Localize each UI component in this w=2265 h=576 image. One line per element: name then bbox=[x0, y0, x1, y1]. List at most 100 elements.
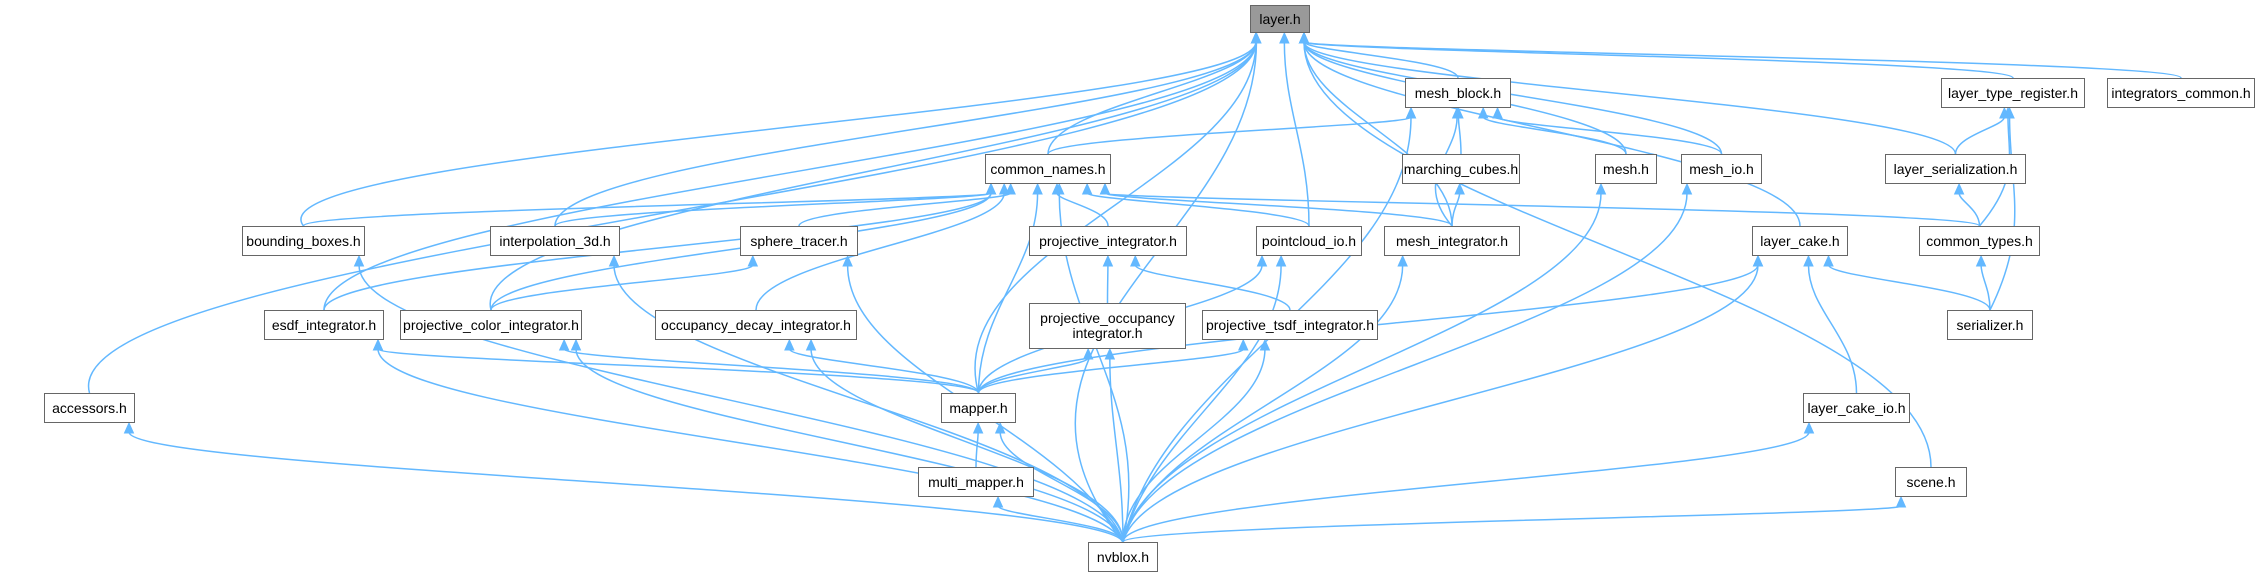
arrowhead-nvblox-to-layer bbox=[1251, 31, 1262, 44]
node-serializer-h[interactable]: serializer.h bbox=[1947, 310, 2033, 340]
node-interpolation-3d-h[interactable]: interpolation_3d.h bbox=[490, 226, 620, 256]
node-common-types-h[interactable]: common_types.h bbox=[1919, 226, 2040, 256]
edge-nvblox-to-bounding_boxes bbox=[358, 264, 1124, 543]
edge-projective_color_integrator-to-layer bbox=[489, 41, 1257, 311]
arrowhead-common_types-to-layer_serialization bbox=[1953, 182, 1965, 195]
arrowhead-nvblox-to-mesh bbox=[1595, 182, 1607, 195]
node-scene-h[interactable]: scene.h bbox=[1895, 467, 1967, 497]
edge-nvblox-to-layer_cake bbox=[1122, 264, 1759, 543]
arrowhead-sphere_tracer-to-common_names bbox=[1005, 182, 1016, 195]
node-integrators-common-h[interactable]: integrators_common.h bbox=[2107, 78, 2255, 108]
node-occupancy-decay-integrator-h[interactable]: occupancy_decay_integrator.h bbox=[655, 310, 857, 340]
arrowhead-common_types-to-common_names bbox=[1099, 182, 1111, 195]
node-mapper-h[interactable]: mapper.h bbox=[941, 393, 1016, 423]
node-accessors-h[interactable]: accessors.h bbox=[44, 393, 135, 423]
edge-nvblox-to-layer bbox=[1074, 41, 1258, 543]
arrowhead-layer_cake_io-to-layer_cake bbox=[1803, 254, 1814, 267]
edge-mesh_integrator-to-common_names bbox=[1104, 192, 1453, 227]
arrowhead-nvblox-to-sphere_tracer bbox=[842, 254, 853, 267]
arrowhead-serializer-to-layer_type_register bbox=[2004, 106, 2015, 119]
node-mesh-io-h[interactable]: mesh_io.h bbox=[1681, 154, 1762, 184]
node-layer-cake-h[interactable]: layer_cake.h bbox=[1752, 226, 1848, 256]
edge-nvblox-to-accessors bbox=[128, 431, 1124, 543]
edge-pointcloud_io-to-common_names bbox=[1086, 192, 1310, 227]
arrowhead-mapper-to-projective_color_integrator bbox=[558, 338, 570, 351]
edge-common_names-to-mesh_block bbox=[1047, 116, 1412, 155]
node-esdf-integrator-h[interactable]: esdf_integrator.h bbox=[264, 310, 384, 340]
arrowhead-nvblox-to-accessors bbox=[123, 421, 135, 434]
node-common-names-h[interactable]: common_names.h bbox=[985, 154, 1111, 184]
edge-mapper-to-common_names bbox=[977, 192, 1039, 394]
node-pointcloud-io-h[interactable]: pointcloud_io.h bbox=[1256, 226, 1362, 256]
edge-common_types-to-common_names bbox=[1104, 192, 1981, 227]
arrowhead-nvblox-to-projective_tsdf_integrator bbox=[1259, 338, 1271, 351]
edge-nvblox-to-projective_tsdf_integrator bbox=[1122, 348, 1266, 543]
node-mesh-h[interactable]: mesh.h bbox=[1595, 154, 1657, 184]
edge-nvblox-to-projective_occupancy_integrator bbox=[1109, 357, 1124, 543]
node-sphere-tracer-h[interactable]: sphere_tracer.h bbox=[740, 226, 858, 256]
edge-nvblox-to-esdf_integrator bbox=[377, 348, 1124, 543]
node-nvblox-h[interactable]: nvblox.h bbox=[1088, 542, 1158, 572]
edge-layer_serialization-to-layer bbox=[1303, 41, 1957, 155]
edge-layer_cake-to-layer bbox=[1303, 41, 1801, 227]
arrowhead-mapper-to-projective_tsdf_integrator bbox=[1238, 338, 1249, 351]
edge-nvblox-to-interpolation_3d bbox=[613, 264, 1124, 543]
node-projective-integrator-h[interactable]: projective_integrator.h bbox=[1029, 226, 1187, 256]
edge-serializer-to-layer_cake bbox=[1827, 264, 1991, 311]
arrowhead-nvblox-to-mesh_block bbox=[1405, 106, 1417, 119]
arrowhead-projective_occupancy_integrator-to-projective_integrator bbox=[1102, 254, 1114, 267]
arrowhead-mesh_integrator-to-mesh_block bbox=[1451, 106, 1463, 119]
node-layer-cake-io-h[interactable]: layer_cake_io.h bbox=[1803, 393, 1910, 423]
edge-common_types-to-layer_serialization bbox=[1958, 192, 1981, 227]
edge-mesh_integrator-to-layer bbox=[1303, 41, 1453, 227]
arrowhead-pointcloud_io-to-common_names bbox=[1081, 182, 1093, 195]
edge-occupancy_decay_integrator-to-common_names bbox=[755, 192, 1005, 311]
edge-bounding_boxes-to-common_names bbox=[302, 192, 992, 227]
edge-mapper-to-projective_tsdf_integrator bbox=[977, 348, 1245, 394]
arrowhead-scene-to-layer bbox=[1298, 31, 1310, 44]
edge-mesh-to-mesh_block bbox=[1482, 116, 1627, 155]
node-layer-serialization-h[interactable]: layer_serialization.h bbox=[1885, 154, 2026, 184]
arrowhead-nvblox-to-layer_cake_io bbox=[1803, 421, 1815, 434]
arrowhead-multi_mapper-to-mapper bbox=[972, 421, 984, 434]
node-mesh-block-h[interactable]: mesh_block.h bbox=[1405, 78, 1511, 108]
edge-esdf_integrator-to-layer bbox=[323, 41, 1257, 311]
node-marching-cubes-h[interactable]: marching_cubes.h bbox=[1402, 154, 1520, 184]
edge-mapper-to-projective_occupancy_integrator bbox=[977, 357, 1089, 394]
arrowhead-nvblox-to-interpolation_3d bbox=[608, 254, 620, 267]
edge-layer_serialization-to-layer_type_register bbox=[1954, 116, 2006, 155]
arrowhead-projective_tsdf_integrator-to-projective_integrator bbox=[1130, 254, 1141, 267]
arrowhead-nvblox-to-mapper bbox=[994, 421, 1006, 434]
edge-bounding_boxes-to-layer bbox=[300, 41, 1257, 227]
arrowhead-nvblox-to-multi_mapper bbox=[992, 495, 1004, 508]
arrowhead-nvblox-to-scene bbox=[1895, 495, 1907, 508]
arrowhead-pointcloud_io-to-layer bbox=[1279, 31, 1290, 44]
arrowhead-serializer-to-layer_cake bbox=[1823, 254, 1834, 267]
edge-serializer-to-common_types bbox=[1980, 264, 1991, 311]
arrowhead-nvblox-to-pointcloud_io bbox=[1275, 254, 1287, 267]
node-layer-h: layer.h bbox=[1250, 5, 1310, 33]
edge-mapper-to-projective_color_integrator bbox=[563, 348, 980, 394]
edge-multi_mapper-to-mapper bbox=[975, 431, 979, 468]
edge-nvblox-to-scene bbox=[1122, 505, 1902, 543]
node-projective-tsdf-integrator-h[interactable]: projective_tsdf_integrator.h bbox=[1202, 310, 1378, 340]
edge-mesh_io-to-mesh_block bbox=[1496, 116, 1723, 155]
edge-pointcloud_io-to-layer bbox=[1283, 41, 1310, 227]
edge-projective_tsdf_integrator-to-projective_integrator bbox=[1134, 264, 1291, 311]
arrowhead-nvblox-to-bounding_boxes bbox=[353, 254, 365, 267]
arrowhead-serializer-to-common_types bbox=[1975, 254, 1987, 267]
edge-serializer-to-layer_type_register bbox=[1989, 116, 2016, 311]
node-mesh-integrator-h[interactable]: mesh_integrator.h bbox=[1384, 226, 1520, 256]
edge-projective_color_integrator-to-sphere_tracer bbox=[490, 264, 754, 311]
arrowhead-nvblox-to-occupancy_decay_integrator bbox=[805, 338, 817, 351]
node-projective-occupancy-integrator-h[interactable]: projective_occupancy integrator.h bbox=[1029, 303, 1186, 349]
edge-esdf_integrator-to-common_names bbox=[323, 192, 992, 311]
edge-interpolation_3d-to-common_names bbox=[554, 192, 992, 227]
node-bounding-boxes-h[interactable]: bounding_boxes.h bbox=[242, 226, 365, 256]
node-multi-mapper-h[interactable]: multi_mapper.h bbox=[918, 467, 1034, 497]
node-layer-type-register-h[interactable]: layer_type_register.h bbox=[1941, 78, 2085, 108]
arrowhead-nvblox-to-mesh_io bbox=[1681, 182, 1693, 195]
node-projective-color-integrator-h[interactable]: projective_color_integrator.h bbox=[400, 310, 582, 340]
arrowhead-projective_color_integrator-to-common_names bbox=[985, 182, 997, 195]
arrowhead-nvblox-to-layer_cake bbox=[1752, 254, 1764, 267]
